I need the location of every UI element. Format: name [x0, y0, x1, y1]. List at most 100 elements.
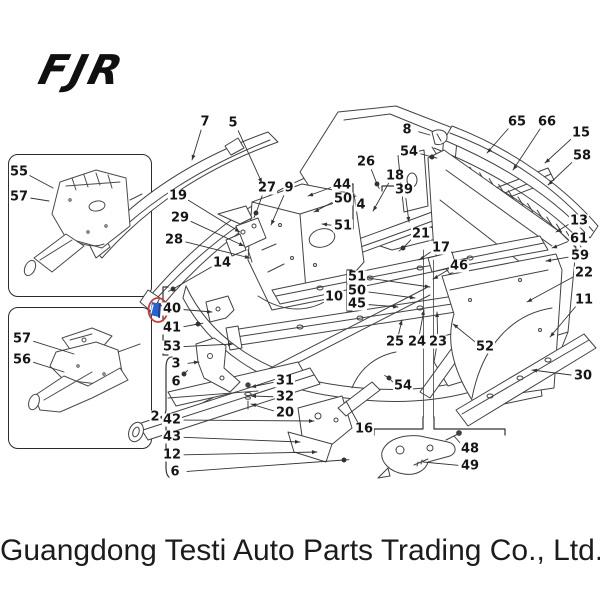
part-number-label: 56 — [11, 352, 33, 368]
part-number-label: 52 — [474, 339, 496, 355]
bolt-shank — [399, 248, 403, 251]
bolt-shank — [432, 157, 437, 158]
company-name: Guangdong Testi Auto Parts Trading Co., … — [0, 534, 600, 567]
leader-line — [184, 420, 314, 421]
part-number-label: 14 — [211, 255, 233, 271]
leader-arrowhead — [322, 222, 328, 227]
leader-arrowhead — [234, 227, 240, 232]
hatch-tick — [528, 203, 533, 211]
hatch-tick — [508, 191, 513, 199]
leader-arrowhead — [527, 297, 533, 302]
hatch-tick — [537, 210, 542, 218]
mount-48-49 — [378, 431, 461, 478]
leader-arrowhead — [227, 342, 233, 347]
part-number-label: 27 — [256, 180, 278, 196]
leader-arrowhead — [238, 242, 244, 246]
leader-line — [192, 130, 201, 160]
leader-arrowhead — [420, 310, 425, 316]
part-number-label: 25 — [384, 334, 406, 350]
part-number-label: 48 — [459, 441, 481, 457]
leader-arrowhead — [271, 219, 275, 225]
part-number-label: 50 — [332, 191, 354, 207]
part-number-label: 55 — [8, 164, 30, 180]
bolt-shank — [169, 289, 173, 291]
part-number-label: 22 — [573, 265, 595, 281]
part-number-label: 10 — [323, 289, 345, 305]
leader-arrowhead — [373, 205, 378, 211]
leader-arrowhead — [532, 368, 538, 373]
leader-line — [371, 170, 377, 184]
leader-arrowhead — [453, 324, 459, 329]
leader-arrowhead — [251, 384, 257, 389]
leader-arrowhead — [546, 258, 552, 263]
part-number-label: 26 — [355, 154, 377, 170]
leader-arrowhead — [311, 450, 317, 455]
part-number-label: 40 — [161, 301, 183, 317]
leader-line — [184, 437, 300, 442]
part-number-label: 23 — [427, 334, 449, 350]
part-number-label: 43 — [161, 429, 183, 445]
leader-arrowhead — [308, 418, 314, 423]
leader-line — [34, 362, 64, 372]
leader-line — [369, 278, 430, 287]
part-number-label: 9 — [283, 180, 295, 196]
inset-wheelhouse-sketch — [22, 170, 142, 277]
part-number-label: 50 — [346, 283, 368, 299]
leader-arrowhead — [550, 331, 555, 337]
leader-arrowhead — [435, 312, 440, 318]
part-number-label: 17 — [430, 240, 452, 256]
part-number-label: 20 — [274, 405, 296, 421]
leader-arrowhead — [548, 180, 554, 185]
leader-arrowhead — [244, 254, 250, 259]
leader-line — [30, 176, 53, 188]
part-number-label: 53 — [161, 339, 183, 355]
leader-line — [188, 200, 240, 232]
leader-arrowhead — [206, 309, 212, 314]
part-number-label: 21 — [410, 226, 432, 242]
leader-line — [373, 183, 389, 211]
leader-arrowhead — [424, 284, 430, 289]
part-number-label: 41 — [161, 320, 183, 336]
leader-arrowhead — [314, 208, 320, 212]
leader-arrowhead — [193, 360, 199, 365]
leader-line — [532, 370, 571, 375]
part-number-label: 16 — [353, 421, 375, 437]
part-number-label: 7 — [199, 114, 211, 130]
part-number-label: 5 — [227, 115, 239, 131]
leader-line — [256, 196, 262, 213]
part-number-label: 19 — [167, 188, 189, 204]
part-number-label: 49 — [459, 458, 481, 474]
bracket-2-leader — [168, 391, 258, 398]
leader-line — [187, 460, 344, 471]
part-number-label: 2 — [149, 409, 161, 425]
leader-line — [454, 436, 461, 444]
part-number-label: 58 — [571, 148, 593, 164]
leader-arrowhead — [251, 394, 257, 399]
bracket-40 — [206, 296, 234, 322]
leader-line — [184, 344, 233, 347]
part-number-label: 11 — [573, 292, 595, 308]
leader-line — [346, 401, 358, 422]
leader-line — [513, 129, 540, 170]
hatch-tick — [547, 217, 552, 225]
bolt-shank — [184, 370, 188, 374]
leader-line — [550, 306, 576, 337]
leader-arrowhead — [406, 216, 411, 222]
leader-line — [419, 132, 430, 135]
leader-arrowhead — [552, 244, 558, 249]
hatch-tick — [518, 197, 523, 205]
leader-arrowhead — [294, 439, 300, 444]
part-number-label: 59 — [569, 248, 591, 264]
leader-arrowhead — [513, 164, 518, 170]
bolt-shank — [377, 184, 379, 188]
leader-line — [34, 341, 74, 354]
part-number-label: 51 — [346, 269, 368, 285]
leader-arrowhead — [191, 154, 196, 160]
leader-line — [423, 462, 458, 465]
fastener-stack — [245, 383, 251, 409]
leader-line — [184, 452, 317, 455]
part-number-label: 44 — [331, 177, 353, 193]
